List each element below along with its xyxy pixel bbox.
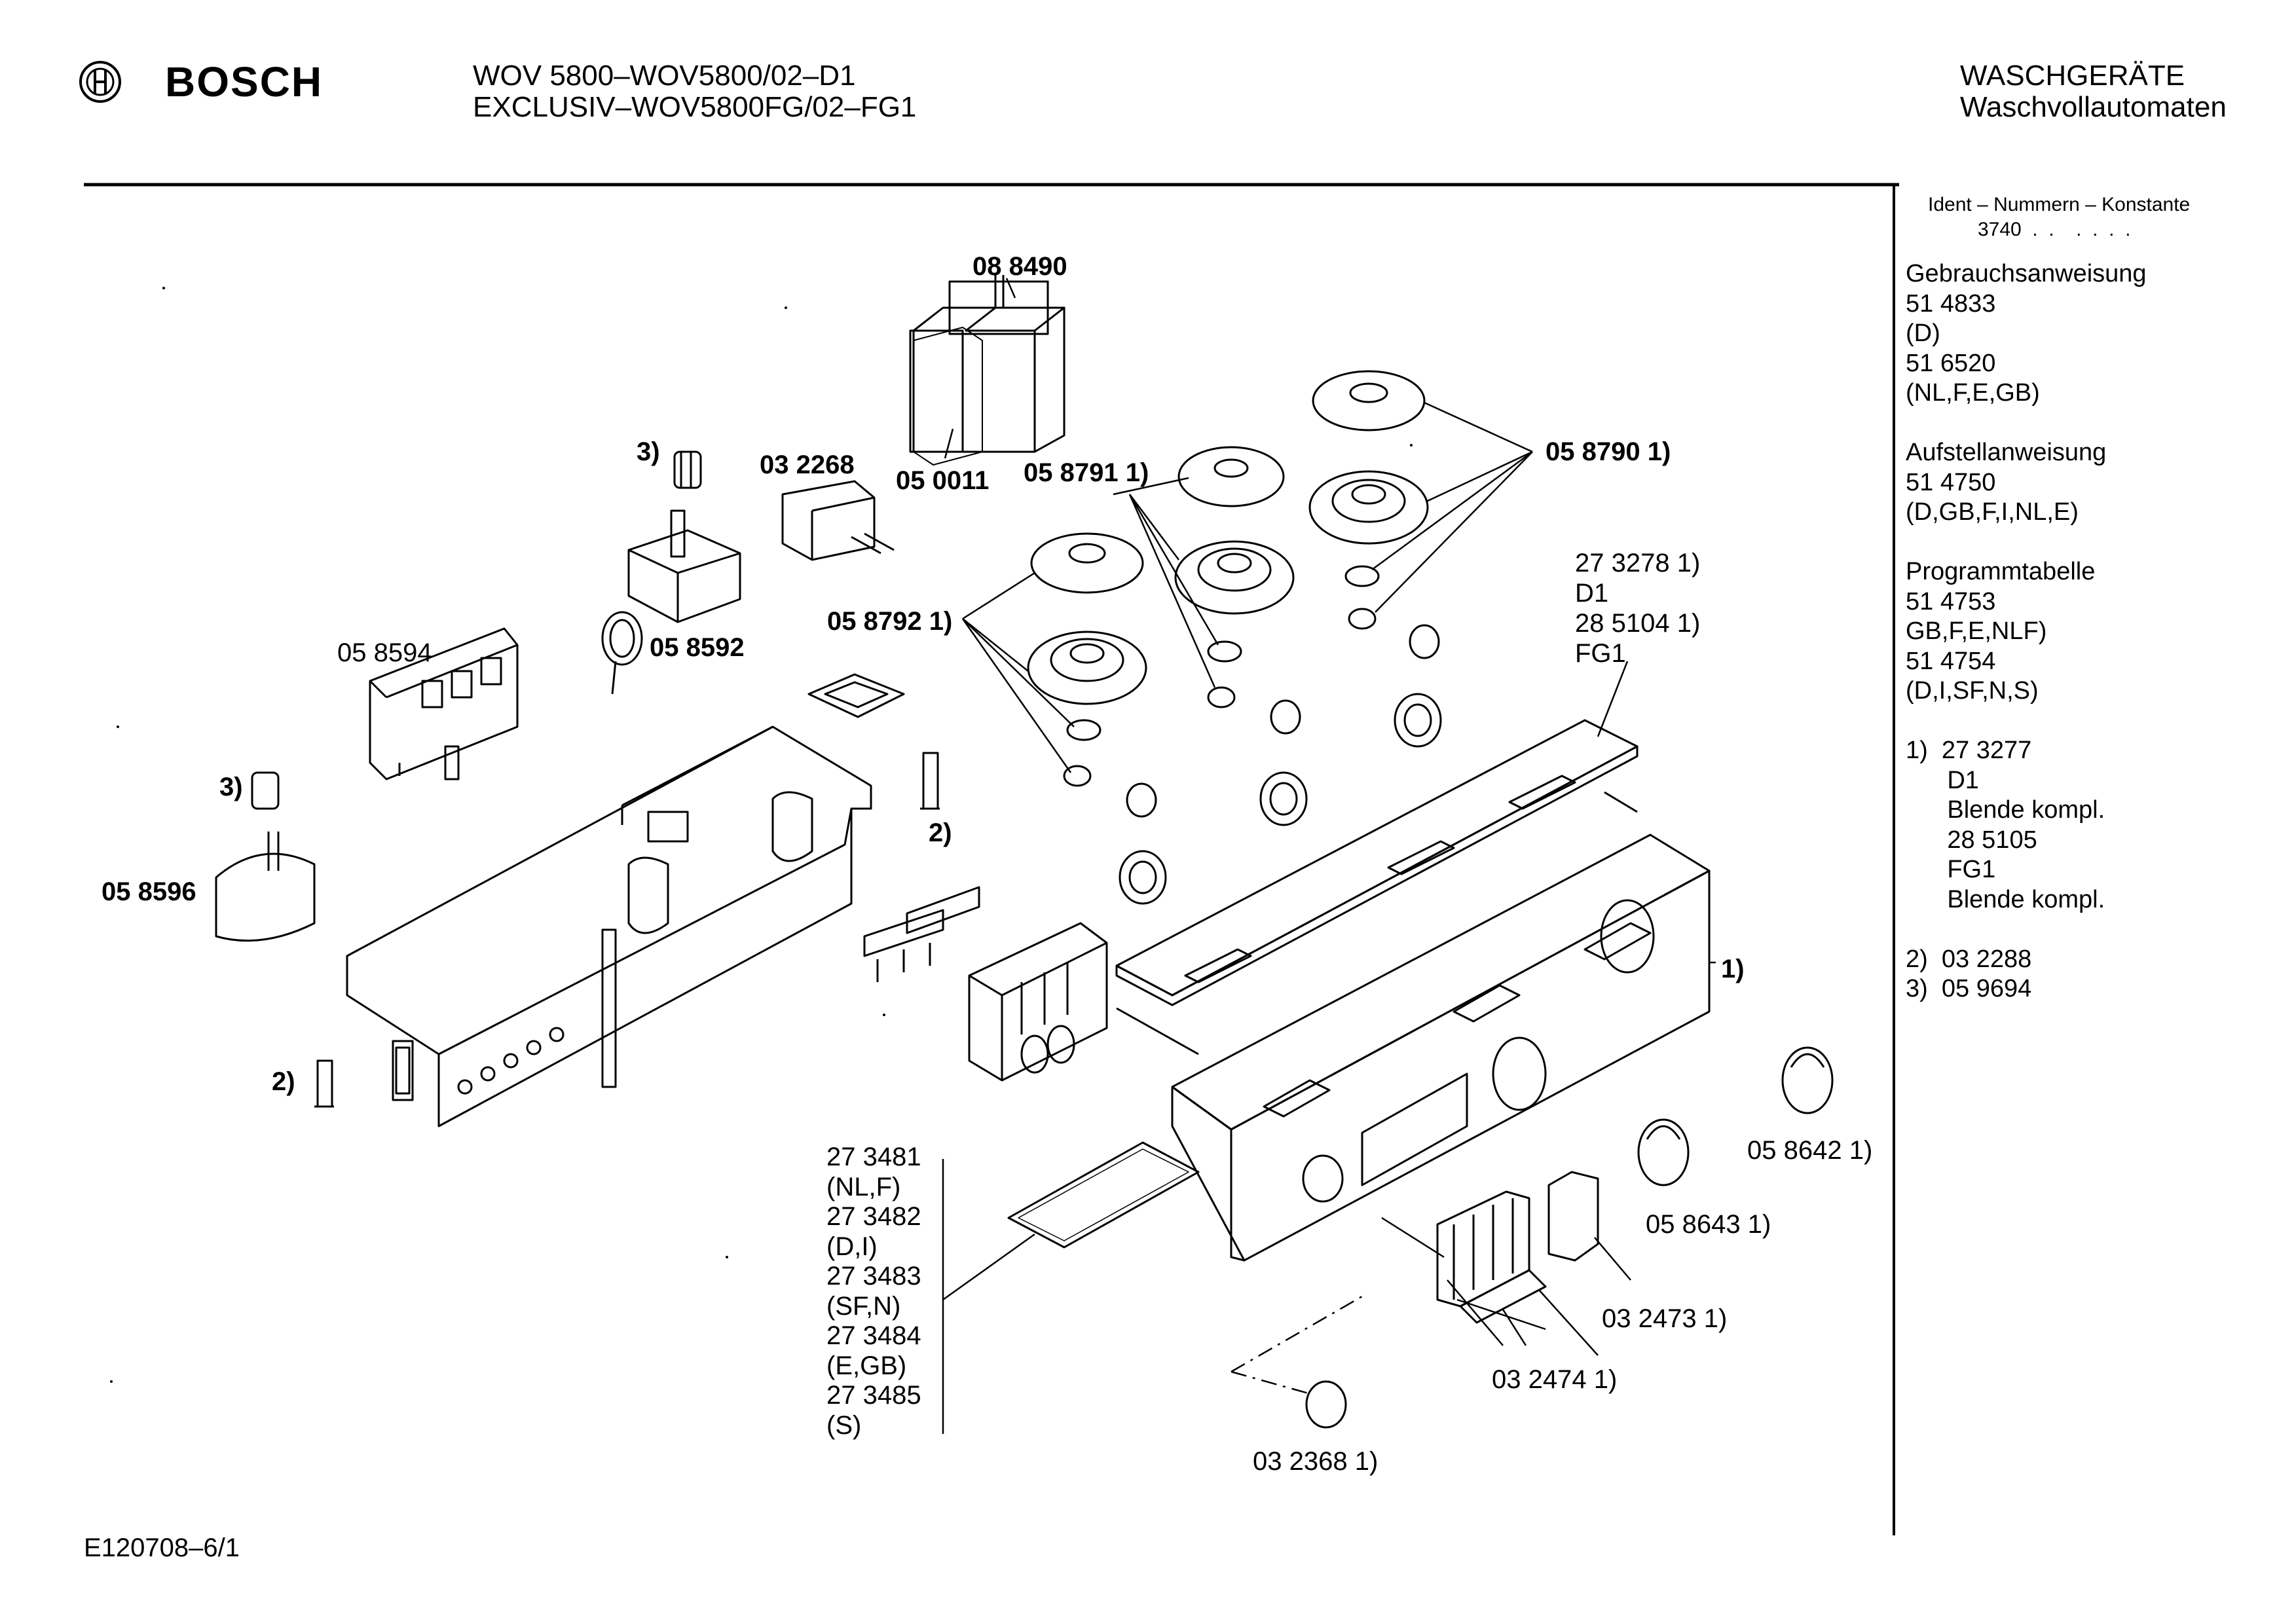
- connector-part: [781, 480, 895, 561]
- sidebar-line: Aufstellanweisung: [1906, 439, 2107, 466]
- label-03-2473: 03 2473 1): [1602, 1304, 1728, 1333]
- overlay-variant-line: (S): [826, 1410, 862, 1440]
- program-overlay-sheet-part: [1007, 1141, 1200, 1249]
- control-chassis-part: [346, 725, 872, 1127]
- sidebar-line: Blende kompl.: [1906, 885, 2105, 913]
- label-05-8592: 05 8592: [650, 633, 745, 662]
- label-03-2268: 03 2268: [760, 450, 855, 479]
- scan-specks: [110, 287, 1413, 1383]
- bosch-armature-icon: [79, 61, 121, 103]
- model-line-2: EXCLUSIV–WOV5800FG/02–FG1: [473, 91, 917, 123]
- panel-strip-part: [1115, 719, 1639, 1055]
- knob-cap-part-left: [251, 771, 280, 810]
- sidebar-line: 3) 05 9694: [1906, 975, 2032, 1002]
- potentiometer-part: [215, 832, 316, 942]
- overlay-variant-line: 27 3482: [826, 1202, 921, 1231]
- label-overlay-list: 27 3481(NL,F)27 3482(D,I)27 3483(SF,N)27…: [826, 1143, 921, 1440]
- label-note-2-right: 2): [929, 818, 952, 847]
- overlay-variant-line: (D,I): [826, 1232, 878, 1261]
- knob-cap-part-top: [673, 450, 702, 489]
- bracket-frame-part: [807, 673, 905, 718]
- label-note-3-left: 3): [219, 773, 243, 801]
- selector-switch-part: [601, 509, 741, 695]
- key-button-set-part: [1436, 1190, 1547, 1324]
- contact-strip-part: [863, 886, 980, 982]
- sidebar-line: FG1: [1906, 856, 1996, 883]
- label-05-8643: 05 8643 1): [1646, 1210, 1771, 1239]
- ident-value: 3740 . . . . . .: [1978, 219, 2131, 240]
- sidebar-line: 51 4750: [1906, 468, 1996, 496]
- sidebar-line: 1) 27 3277: [1906, 737, 2032, 764]
- label-fg1: FG1: [1575, 639, 1626, 668]
- sidebar-line: Blende kompl.: [1906, 796, 2105, 824]
- category-line-2: Waschvollautomaten: [1960, 91, 2227, 123]
- label-05-8790: 05 8790 1): [1546, 437, 1671, 466]
- sidebar-line: 51 4754: [1906, 647, 1996, 675]
- label-05-8791: 05 8791 1): [1024, 458, 1149, 487]
- gear-wheel-parts: [1119, 624, 1442, 905]
- document-id: E120708–6/1: [84, 1533, 240, 1562]
- overlay-variant-line: 27 3483: [826, 1262, 921, 1291]
- sidebar-line: D1: [1906, 766, 1979, 794]
- category-line-1: WASCHGERÄTE: [1960, 60, 2185, 92]
- label-d1: D1: [1575, 579, 1609, 608]
- overlay-variant-line: 27 3484: [826, 1321, 921, 1350]
- label-28-5104: 28 5104 1): [1575, 609, 1701, 638]
- label-05-8792: 05 8792 1): [827, 607, 953, 636]
- spring-clip-part-right: [920, 752, 940, 810]
- spring-clip-part-left: [314, 1059, 334, 1108]
- circuit-board-part: [369, 627, 519, 780]
- label-03-2368: 03 2368 1): [1253, 1447, 1379, 1476]
- leader-lines: [942, 278, 1716, 1434]
- ident-title: Ident – Nummern – Konstante: [1928, 194, 2191, 215]
- cover-disc-parts: [1027, 370, 1429, 705]
- label-note-3-top: 3): [637, 437, 660, 466]
- label-note-2-left: 2): [272, 1067, 295, 1096]
- sidebar-line: (D): [1906, 320, 1940, 347]
- overlay-variant-line: 27 3481: [826, 1143, 921, 1171]
- sidebar-line: 2) 03 2288: [1906, 945, 2032, 973]
- label-27-3278: 27 3278 1): [1575, 549, 1701, 577]
- sidebar-line: (D,GB,F,I,NL,E): [1906, 498, 2079, 526]
- sidebar-line: GB,F,E,NLF): [1906, 617, 2047, 645]
- timer-motor-part: [909, 275, 1065, 453]
- sidebar-line: 51 6520: [1906, 349, 1996, 377]
- control-panel-fascia-part: [1171, 833, 1711, 1262]
- brand-name: BOSCH: [165, 58, 324, 105]
- timer-grid-part: [913, 327, 983, 466]
- sidebar-line: (NL,F,E,GB): [1906, 379, 2040, 407]
- control-knob-parts: [1305, 1046, 1834, 1429]
- sidebar-line: 51 4833: [1906, 289, 1996, 318]
- overlay-variant-line: (NL,F): [826, 1172, 901, 1201]
- sidebar-line: (D,I,SF,N,S): [1906, 677, 2039, 705]
- label-03-2474: 03 2474 1): [1492, 1365, 1618, 1394]
- sidebar-line: Gebrauchsanweisung: [1906, 260, 2147, 287]
- overlay-variant-line: (SF,N): [826, 1291, 901, 1321]
- sidebar-line: 28 5105: [1906, 826, 2037, 854]
- sidebar-line: Programmtabelle: [1906, 558, 2096, 585]
- label-note-1: 1): [1721, 955, 1745, 983]
- retaining-clip-parts: [1063, 565, 1380, 787]
- label-05-8642: 05 8642 1): [1747, 1136, 1873, 1165]
- indicator-panel-part: [1547, 1171, 1599, 1262]
- overlay-variant-line: (E,GB): [826, 1351, 907, 1380]
- label-08-8490: 08 8490: [972, 252, 1067, 281]
- label-05-8594: 05 8594: [337, 638, 432, 667]
- sidebar-line: 51 4753: [1906, 587, 1996, 615]
- overlay-variant-line: 27 3485: [826, 1381, 921, 1410]
- label-05-0011: 05 0011: [896, 466, 990, 495]
- model-line-1: WOV 5800–WOV5800/02–D1: [473, 60, 856, 92]
- push-button-switch-part: [968, 922, 1108, 1082]
- bosch-logo: [77, 59, 123, 108]
- label-05-8596: 05 8596: [102, 877, 196, 906]
